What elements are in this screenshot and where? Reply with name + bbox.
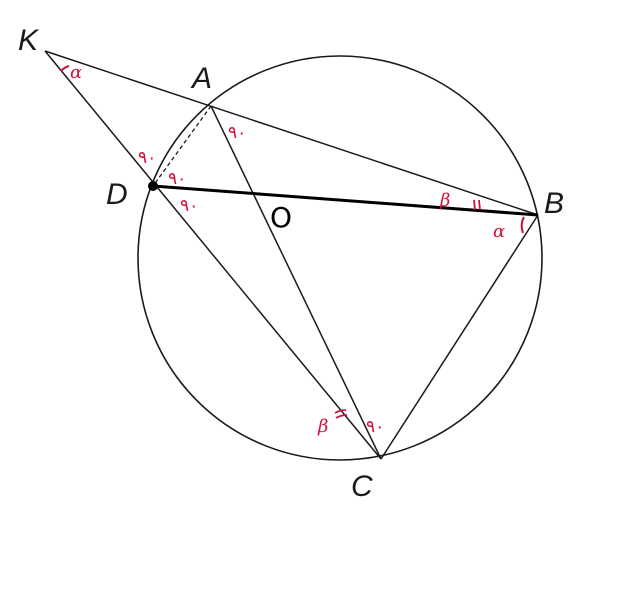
ninety-a-label: ٩٠	[228, 123, 246, 143]
circumcircle	[137, 55, 543, 461]
arc-c-double-2	[335, 414, 348, 419]
line-b-c	[380, 214, 539, 460]
arc-c-double-1	[334, 409, 347, 414]
tick-b-1	[473, 199, 476, 211]
arc-k	[60, 65, 70, 72]
label-k: K	[18, 24, 40, 57]
beta-b-label: β	[439, 190, 450, 211]
line-k-c	[44, 50, 382, 460]
label-a: A	[190, 62, 212, 95]
arc-b	[520, 216, 525, 234]
line-d-b	[152, 184, 539, 217]
center-o-label: O	[270, 201, 292, 234]
ninety-d-lower-label: ٩٠	[180, 196, 198, 216]
label-d: D	[106, 178, 128, 211]
line-a-d-dashed	[152, 105, 212, 187]
beta-c-label: β	[317, 416, 328, 437]
alpha-k-label: α	[70, 62, 82, 83]
ninety-c-label: ٩٠	[366, 417, 384, 437]
label-b: B	[544, 187, 564, 220]
alpha-b-label: α	[493, 221, 505, 242]
line-k-b	[44, 50, 539, 216]
label-c: C	[351, 470, 373, 503]
tick-b-2	[478, 199, 481, 211]
point-d-dot	[148, 181, 158, 191]
ninety-d-inner-label: ٩٠	[168, 169, 186, 189]
line-a-c	[210, 105, 382, 460]
ninety-d-outer-label: ٩٠	[138, 148, 156, 168]
